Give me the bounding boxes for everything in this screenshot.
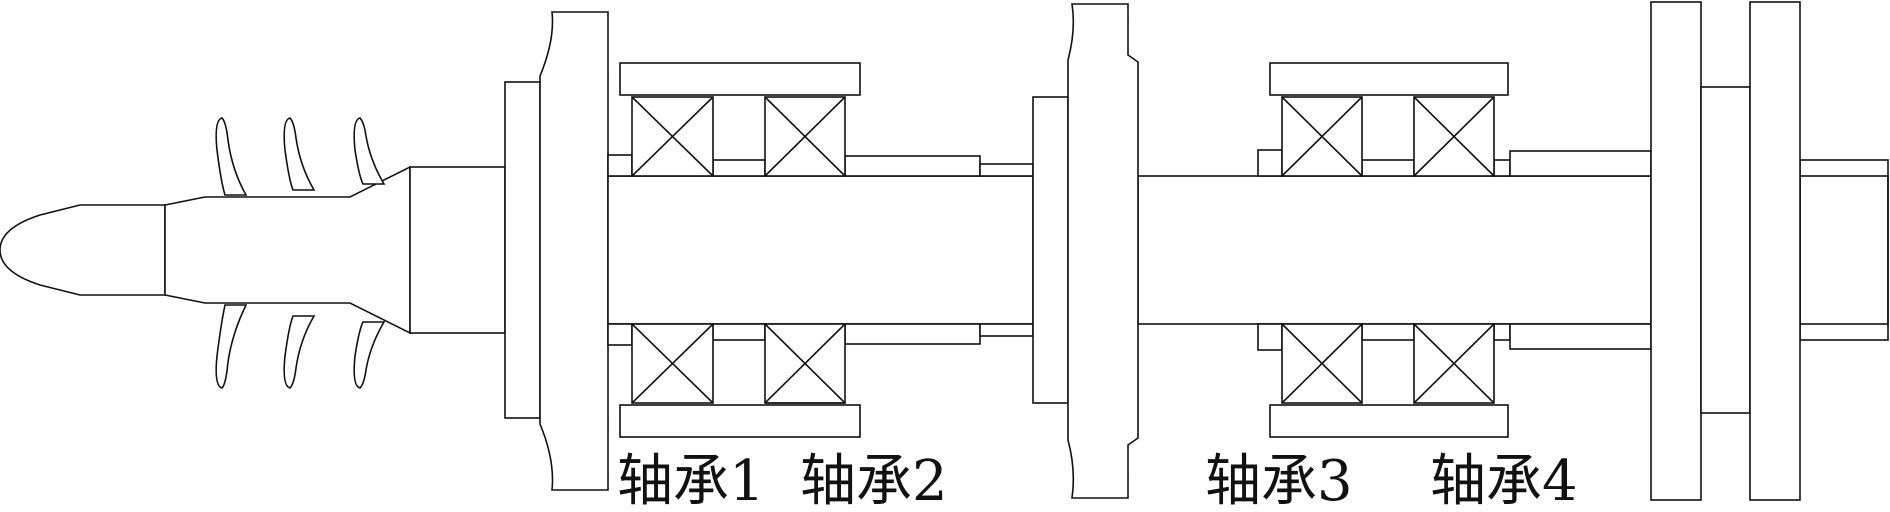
bearing-cover-bottom-left bbox=[619, 404, 861, 438]
center-flange-hub bbox=[1032, 96, 1069, 404]
spacer-top-mid-right bbox=[1361, 159, 1415, 177]
sleeve-bottom-left bbox=[844, 323, 981, 345]
bearing-cover-bottom-right bbox=[1269, 404, 1509, 438]
step-bottom-right bbox=[1493, 323, 1511, 341]
sleeve-top-right bbox=[1509, 150, 1652, 177]
label-bearing-3: 轴承3 bbox=[1205, 449, 1353, 512]
label-bearing-4: 轴承4 bbox=[1430, 449, 1578, 512]
coupling-plate-left bbox=[1650, 1, 1702, 501]
bearing-2-bottom bbox=[764, 323, 846, 404]
bearing-cover-top-right bbox=[1269, 62, 1509, 96]
left-flange-hub bbox=[504, 81, 541, 419]
step-bottom-left bbox=[979, 323, 1034, 337]
spacer-bottom-3 bbox=[1257, 323, 1283, 351]
main-shaft-right bbox=[1137, 175, 1652, 325]
label-bearing-2: 轴承2 bbox=[800, 449, 948, 512]
bearing-3-bottom bbox=[1281, 323, 1363, 404]
label-bearing-1: 轴承1 bbox=[617, 449, 765, 512]
step-top-left bbox=[979, 163, 1034, 177]
step-top-right bbox=[1493, 159, 1511, 177]
shaft-end-stub bbox=[1799, 175, 1889, 325]
shaft-neck bbox=[409, 166, 506, 334]
spacer-bottom-mid bbox=[712, 323, 766, 341]
spacer-top-3 bbox=[1257, 149, 1283, 177]
bearing-3-top bbox=[1281, 96, 1363, 177]
insulator-sheds-bottom bbox=[215, 304, 386, 389]
coupling-hub bbox=[1700, 86, 1751, 414]
bearing-4-bottom bbox=[1413, 323, 1495, 404]
sleeve-top-left bbox=[844, 155, 981, 177]
coupling-plate-right bbox=[1749, 1, 1801, 501]
sleeve-bottom-right bbox=[1509, 323, 1652, 350]
insulator-sheds-top bbox=[215, 117, 386, 196]
bearing-2-top bbox=[764, 96, 846, 177]
spacer-bottom-1 bbox=[607, 323, 633, 346]
center-flange-disc bbox=[1067, 3, 1139, 499]
main-shaft-left bbox=[607, 175, 1034, 325]
spacer-top-1 bbox=[607, 154, 633, 177]
bearing-group-right bbox=[1257, 62, 1652, 438]
bearing-group-left bbox=[607, 62, 1034, 438]
insulator-nose bbox=[0, 165, 411, 335]
spacer-top-mid bbox=[712, 159, 766, 177]
left-flange-disc bbox=[539, 11, 609, 491]
bearing-cover-top-left bbox=[619, 62, 861, 96]
right-coupling bbox=[1650, 1, 1801, 501]
spacer-bottom-mid-right bbox=[1361, 323, 1415, 341]
bearing-1-bottom bbox=[631, 323, 714, 404]
bearing-1-top bbox=[631, 96, 714, 177]
bearing-4-top bbox=[1413, 96, 1495, 177]
